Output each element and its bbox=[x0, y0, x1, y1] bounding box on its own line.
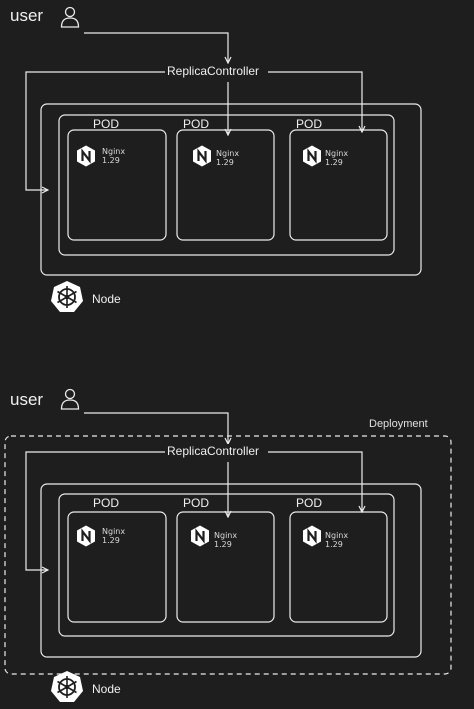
app-version: 1.29 bbox=[102, 156, 120, 165]
app-name: Nginx bbox=[325, 531, 349, 540]
user-to-controller-arrow bbox=[84, 32, 228, 63]
app-name: Nginx bbox=[102, 147, 126, 156]
diagram-1 bbox=[25, 6, 422, 313]
pod-box-3 bbox=[289, 129, 388, 241]
node-label: Node bbox=[92, 682, 121, 696]
app-info: Nginx 1.29 bbox=[216, 149, 239, 167]
nginx-icon bbox=[76, 145, 96, 167]
pod-box-3 bbox=[289, 511, 388, 623]
app-name: Nginx bbox=[216, 149, 240, 158]
nginx-icon bbox=[76, 525, 96, 547]
user-icon bbox=[60, 388, 80, 410]
kubernetes-icon bbox=[50, 670, 84, 703]
kubernetes-icon bbox=[50, 280, 84, 313]
app-version: 1.29 bbox=[325, 158, 343, 167]
user-label: user bbox=[10, 390, 44, 409]
pod-box-2 bbox=[176, 129, 275, 241]
app-info: Nginx 1.29 bbox=[325, 149, 348, 167]
diagram-2 bbox=[4, 388, 452, 703]
app-version: 1.29 bbox=[325, 540, 343, 549]
app-info: Nginx 1.29 bbox=[325, 531, 348, 549]
pod-label: POD bbox=[183, 117, 210, 131]
nginx-icon bbox=[302, 525, 322, 547]
pod-label: POD bbox=[296, 496, 323, 510]
pod-box-1 bbox=[67, 511, 167, 623]
pod-label: POD bbox=[93, 496, 120, 510]
node-box bbox=[40, 103, 422, 276]
controller-to-pod3-arrow bbox=[268, 451, 362, 512]
replica-controller-label: ReplicaController bbox=[165, 64, 262, 78]
app-info: Nginx 1.29 bbox=[214, 531, 237, 549]
node-label: Node bbox=[92, 292, 121, 306]
replica-group-box bbox=[58, 493, 395, 637]
controller-to-node-arrow bbox=[25, 71, 165, 190]
node-box bbox=[40, 483, 422, 658]
pod-label: POD bbox=[93, 117, 120, 131]
nginx-icon bbox=[302, 145, 322, 167]
controller-to-node-arrow bbox=[25, 451, 165, 570]
pod-label: POD bbox=[183, 496, 210, 510]
deployment-label: Deployment bbox=[369, 418, 428, 430]
controller-to-pod3-arrow bbox=[268, 71, 362, 132]
app-version: 1.29 bbox=[216, 158, 234, 167]
pod-box-1 bbox=[67, 129, 167, 241]
user-to-controller-arrow bbox=[84, 412, 228, 444]
app-name: Nginx bbox=[214, 531, 238, 540]
nginx-icon bbox=[192, 145, 212, 167]
app-version: 1.29 bbox=[214, 540, 232, 549]
app-name: Nginx bbox=[325, 149, 349, 158]
pod-label: POD bbox=[296, 117, 323, 131]
replica-group-box bbox=[58, 114, 395, 256]
app-version: 1.29 bbox=[102, 536, 120, 545]
app-info: Nginx 1.29 bbox=[102, 527, 125, 545]
user-icon bbox=[60, 6, 80, 28]
replica-controller-label: ReplicaController bbox=[165, 444, 262, 458]
pod-box-2 bbox=[176, 511, 275, 623]
app-info: Nginx 1.29 bbox=[102, 147, 125, 165]
user-label: user bbox=[10, 6, 44, 25]
app-name: Nginx bbox=[102, 527, 126, 536]
nginx-icon bbox=[190, 525, 210, 547]
